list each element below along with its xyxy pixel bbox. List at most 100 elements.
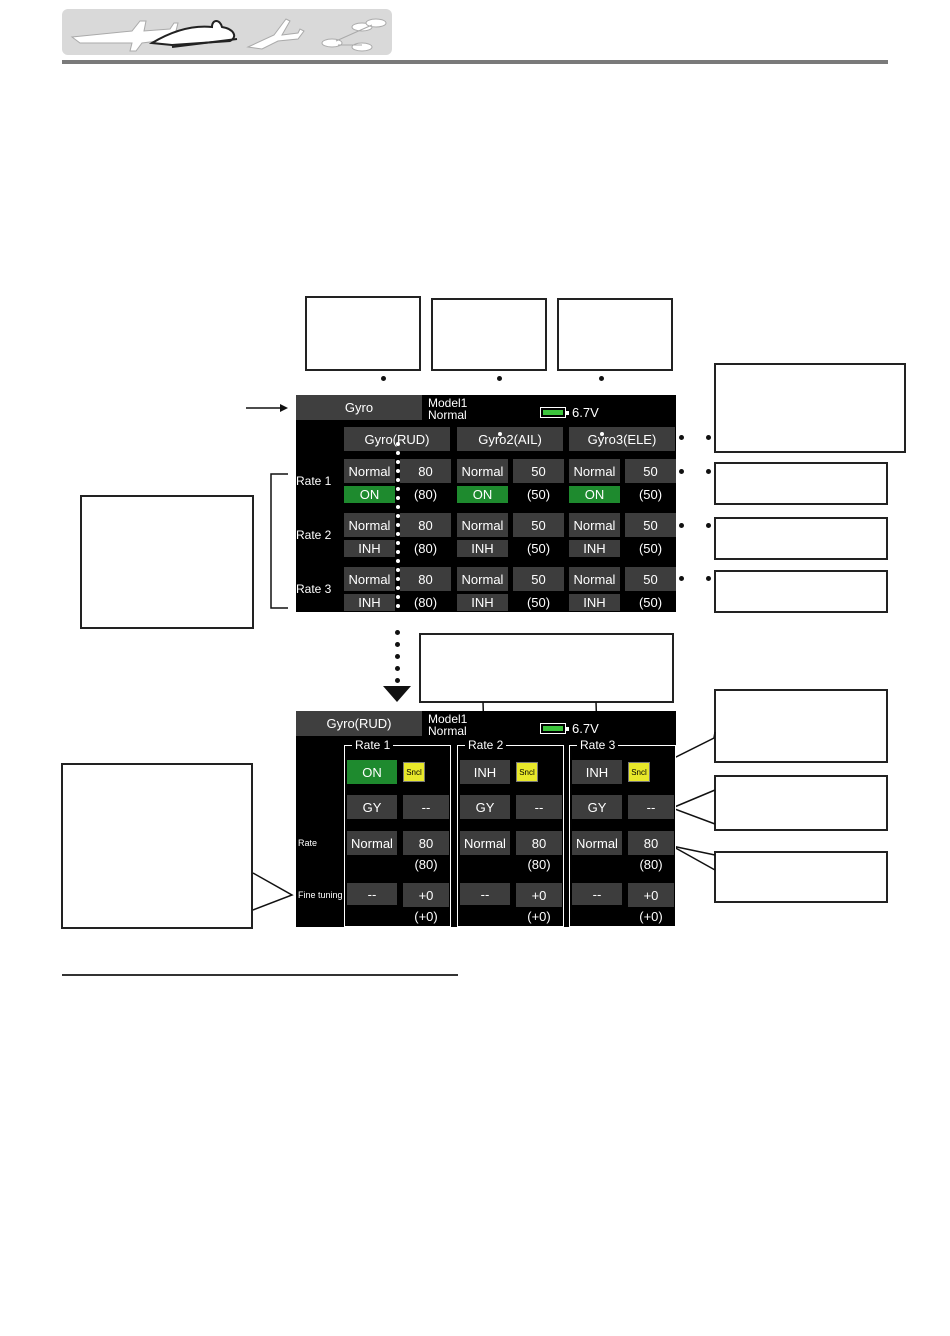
mode-button[interactable]: Normal: [460, 831, 510, 855]
dotted-pointer-dot: [396, 505, 400, 509]
gyro-type-value[interactable]: --: [516, 795, 562, 819]
switch-button[interactable]: INH: [460, 760, 510, 784]
column-gyro-rud[interactable]: Gyro(RUD): [344, 427, 450, 451]
header-rule: [62, 60, 888, 64]
connector-dot: [395, 678, 400, 683]
rate-value-button[interactable]: 80: [400, 459, 451, 483]
rate-value-button[interactable]: 50: [625, 567, 676, 591]
callout-box: [714, 363, 906, 453]
fine-tuning-value[interactable]: +0: [516, 883, 562, 907]
switch-button[interactable]: INH: [344, 594, 395, 611]
mode-button[interactable]: Normal: [457, 567, 508, 591]
row-label-rate: Rate: [298, 838, 318, 848]
rate-value-button[interactable]: 50: [625, 513, 676, 537]
mode-button[interactable]: Normal: [344, 459, 395, 483]
dotted-pointer-dot: [396, 541, 400, 545]
switch-button[interactable]: INH: [457, 540, 508, 557]
screen-title-button[interactable]: Gyro(RUD): [296, 711, 422, 736]
rate-value-button[interactable]: 50: [513, 513, 564, 537]
switch-button[interactable]: INH: [569, 540, 620, 557]
switch-button[interactable]: ON: [344, 486, 395, 503]
multicopter-icon: [321, 18, 387, 52]
mode-button[interactable]: Normal: [347, 831, 397, 855]
rate-current-value: (50): [638, 595, 663, 610]
fine-tuning-switch[interactable]: --: [572, 883, 622, 905]
mode-button[interactable]: Normal: [457, 459, 508, 483]
rate-value-button[interactable]: 50: [513, 459, 564, 483]
connector-dot: [706, 523, 711, 528]
rate-current-value: (50): [526, 595, 551, 610]
switch-button[interactable]: ON: [347, 760, 397, 784]
rate-group-frame: [344, 745, 451, 927]
callout-box: [61, 763, 253, 929]
battery-voltage: 6.7V: [572, 721, 599, 736]
helicopter-icon: [148, 20, 238, 48]
gyro-type-value[interactable]: --: [628, 795, 674, 819]
sncl-icon[interactable]: Sncl: [628, 762, 650, 782]
switch-button[interactable]: INH: [569, 594, 620, 611]
rate-value-button[interactable]: 80: [400, 567, 451, 591]
condition-name: Normal: [428, 408, 467, 422]
mode-button[interactable]: Normal: [344, 513, 395, 537]
switch-button[interactable]: ON: [457, 486, 508, 503]
screen-title-button[interactable]: Gyro: [296, 395, 422, 420]
rate-current-value: (80): [527, 856, 551, 872]
dotted-pointer-dot: [396, 478, 400, 482]
fine-tuning-value[interactable]: +0: [403, 883, 449, 907]
mode-button[interactable]: Normal: [569, 459, 620, 483]
callout-box: [714, 775, 888, 831]
column-gyro2-ail[interactable]: Gyro2(AIL): [457, 427, 563, 451]
model-name: Model1: [428, 396, 468, 410]
dotted-pointer-dot: [396, 550, 400, 554]
connector-dot: [395, 642, 400, 647]
mode-button[interactable]: Normal: [569, 513, 620, 537]
battery-icon: [540, 407, 569, 418]
battery-voltage: 6.7V: [572, 405, 599, 420]
callout-box: [714, 851, 888, 903]
switch-button[interactable]: INH: [457, 594, 508, 611]
connector-dot: [599, 376, 604, 381]
dotted-pointer-dot: [396, 568, 400, 572]
callout-box: [714, 570, 888, 613]
rate-value-button[interactable]: 80: [403, 831, 449, 855]
column-label: Gyro(RUD): [364, 431, 430, 447]
column-gyro3-ele[interactable]: Gyro3(ELE): [569, 427, 675, 451]
rate-value-button[interactable]: 80: [628, 831, 674, 855]
mode-button[interactable]: Normal: [572, 831, 622, 855]
callout-box: [305, 296, 421, 371]
mode-button[interactable]: Normal: [344, 567, 395, 591]
fine-tuning-switch[interactable]: --: [347, 883, 397, 905]
rate-value-button[interactable]: 50: [625, 459, 676, 483]
sncl-icon[interactable]: Sncl: [516, 762, 538, 782]
switch-button[interactable]: INH: [572, 760, 622, 784]
screen-title: Gyro(RUD): [326, 716, 392, 731]
fine-tuning-value[interactable]: +0: [628, 883, 674, 907]
switch-button[interactable]: INH: [344, 540, 395, 557]
mode-button[interactable]: Normal: [569, 567, 620, 591]
dotted-pointer-dot: [396, 595, 400, 599]
rate-value-button[interactable]: 80: [400, 513, 451, 537]
dotted-pointer-dot: [396, 469, 400, 473]
mode-button[interactable]: Normal: [457, 513, 508, 537]
rate-value-button[interactable]: 50: [513, 567, 564, 591]
connector-dot: [679, 469, 684, 474]
fine-tuning-current: (+0): [414, 908, 438, 924]
rate-current-value: (50): [526, 541, 551, 556]
gyro-type-button[interactable]: GY: [460, 795, 510, 819]
fine-tuning-switch[interactable]: --: [460, 883, 510, 905]
switch-button[interactable]: ON: [569, 486, 620, 503]
gyro-type-button[interactable]: GY: [572, 795, 622, 819]
dotted-pointer-dot: [396, 586, 400, 590]
model-type-badge: [62, 9, 392, 55]
gyro-type-button[interactable]: GY: [347, 795, 397, 819]
column-label: Gyro3(ELE): [587, 431, 657, 447]
model-name: Model1: [428, 712, 468, 726]
rate-current-value: (80): [414, 856, 438, 872]
rate-value-button[interactable]: 80: [516, 831, 562, 855]
gyro-type-value[interactable]: --: [403, 795, 449, 819]
dotted-pointer-dot: [396, 622, 400, 626]
connector-dot: [706, 576, 711, 581]
sncl-icon[interactable]: Sncl: [403, 762, 425, 782]
model-info: Model1 Normal: [428, 397, 467, 421]
dotted-pointer-dot: [396, 514, 400, 518]
